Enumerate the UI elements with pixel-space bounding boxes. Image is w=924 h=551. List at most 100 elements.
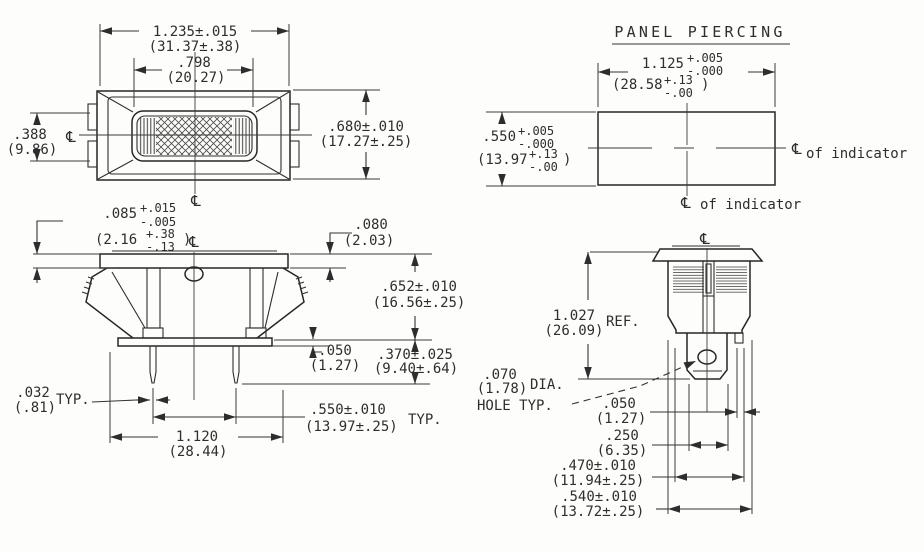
dim-front-height-mm: (17.27±.25) — [320, 134, 413, 150]
dim-terminal-in: .250 — [605, 428, 639, 444]
dim-pins-in: .370±.025 — [377, 347, 453, 363]
snap-clip-right — [256, 267, 305, 339]
side-view: ℄ .085 +.015 -.005 (2.16 +.38 -.13 ) .08… — [14, 201, 465, 460]
snap-clip-left — [85, 267, 134, 339]
dim-hole-dia: DIA. — [530, 377, 564, 393]
side-step — [734, 332, 744, 344]
cl-of-indicator-right: of indicator — [806, 146, 907, 162]
front-view: ℄ ℄ 1.235±.015 (31.37±.38) .798 (20.27) … — [7, 24, 413, 210]
dim-piercing-height-mm-close: ) — [563, 152, 571, 168]
front-body-outline — [96, 90, 291, 181]
dim-pitch-mm: (13.97±.25) — [305, 419, 398, 435]
bezel-corner-line — [255, 91, 290, 113]
dim-body-in: .540±.010 — [561, 489, 637, 505]
front-bezel-inner — [107, 96, 282, 175]
mount-tab — [289, 140, 300, 168]
mount-tab — [87, 103, 98, 131]
terminal-pin-left — [149, 346, 157, 384]
centerline-symbol: ℄ — [190, 192, 201, 210]
dim-offset-mm: (2.03) — [344, 233, 395, 249]
dim-inner-in: .470±.010 — [560, 458, 636, 474]
dim-front-width-mm: (31.37±.38) — [149, 39, 242, 55]
dim-pins-mm: (9.40±.64) — [374, 361, 458, 377]
dim-step-mm: (1.27) — [596, 411, 647, 427]
end-view: ℄ 1.027 (26.09) REF. .070 (1.78) DIA. HO… — [477, 230, 764, 520]
clip-serrations-left — [81, 276, 95, 295]
dim-plate-mm: (1.27) — [310, 358, 361, 374]
dim-piercing-width-tol-plus: +.005 — [687, 51, 723, 65]
dim-plate-in: .050 — [318, 343, 352, 359]
centerline-symbol: ℄ — [65, 128, 76, 146]
dim-flange-mm: (2.16 — [95, 232, 137, 248]
dim-piercing-height-tol-minus: -.000 — [518, 137, 554, 151]
bezel-corner-line — [255, 159, 290, 180]
dim-pitch-in: .550±.010 — [310, 402, 386, 418]
dim-piercing-width-tol-minus: -.000 — [687, 64, 723, 78]
dim-piercing-width-mm-minus: -.00 — [664, 86, 693, 100]
dim-ref-label: REF. — [606, 314, 640, 330]
center-slot — [702, 260, 715, 297]
lens-stripes-right — [233, 118, 250, 154]
bezel-corner-line — [97, 91, 134, 113]
dim-flange-tol-plus: +.015 — [140, 201, 176, 215]
lens-crosshatch — [156, 117, 232, 155]
dim-piercing-height-mm-plus: +.13 — [529, 147, 558, 161]
dim-flange-mm-plus: +.38 — [146, 227, 175, 241]
piercing-cutout — [597, 111, 776, 186]
clip-serrations-right — [295, 276, 309, 295]
dim-piercing-height-mm: (13.97 — [477, 152, 528, 168]
dim-piercing-width-mm-plus: +.13 — [664, 73, 693, 87]
panel-piercing-view: PANEL PIERCING 1.125 +.005 -.000 (28.58 … — [477, 23, 907, 213]
dim-piercing-height-mm-minus: -.00 — [529, 160, 558, 174]
dim-front-tabs-in: .388 — [13, 127, 47, 143]
dim-overall-in: 1.120 — [176, 429, 218, 445]
bezel-corner-line — [97, 159, 134, 180]
lens-inner — [136, 115, 253, 157]
dim-depth-mm: (16.56±.25) — [373, 295, 466, 311]
dim-depth-in: .652±.010 — [381, 279, 457, 295]
centerline-symbol: ℄ — [699, 230, 710, 248]
dim-pinwidth-typ: TYP. — [56, 392, 90, 408]
dim-piercing-height-in: .550 — [482, 129, 516, 145]
clip-spring-hatch-left — [673, 265, 704, 293]
dim-front-height-in: .680±.010 — [328, 119, 404, 135]
end-flange — [651, 248, 764, 262]
dim-hole-in: .070 — [483, 367, 517, 383]
dim-offset-in: .080 — [354, 217, 388, 233]
dim-hole-mm: (1.78) — [477, 381, 528, 397]
dim-flange-tol-minus: -.005 — [140, 215, 176, 229]
clip-foot-left — [142, 327, 164, 339]
lens-stripes-left — [139, 118, 156, 154]
panel-piercing-title: PANEL PIERCING — [614, 23, 785, 41]
dim-pinwidth-mm: (.81) — [14, 400, 56, 416]
dim-flange-in: .085 — [103, 206, 137, 222]
dim-piercing-width-in: 1.125 — [642, 56, 684, 72]
dim-inner-mm: (11.94±.25) — [552, 473, 645, 489]
mount-tab — [87, 140, 98, 168]
dim-terminal-mm: (6.35) — [597, 443, 648, 459]
base-plate — [117, 337, 273, 347]
dim-body-mm: (13.72±.25) — [552, 504, 645, 520]
dim-flange-mm-close: ) — [183, 232, 191, 248]
lens-frame — [131, 110, 258, 162]
hole-leader — [571, 360, 697, 405]
dim-hole-label: HOLE TYP. — [477, 398, 553, 414]
mount-tab — [289, 103, 300, 131]
clip-spring-hatch-right — [716, 265, 747, 293]
dim-piercing-width-mm-close: ) — [701, 77, 709, 93]
centerline-symbol: ℄ — [791, 140, 802, 158]
dim-ref-in: 1.027 — [553, 308, 595, 324]
dim-overall-mm: (28.44) — [168, 444, 227, 460]
dim-piercing-width-mm: (28.58 — [612, 77, 663, 93]
cl-of-indicator-bottom: of indicator — [700, 197, 801, 213]
dim-front-width-in: 1.235±.015 — [153, 24, 237, 40]
dim-step-in: .050 — [602, 396, 636, 412]
center-slot-inner — [705, 263, 712, 294]
terminal-pin-right — [232, 346, 240, 384]
dim-ref-mm: (26.09) — [544, 323, 603, 339]
dim-front-window-mm: (20.27) — [166, 70, 225, 86]
centerline-symbol: ℄ — [680, 194, 691, 212]
dim-pitch-typ: TYP. — [408, 412, 442, 428]
